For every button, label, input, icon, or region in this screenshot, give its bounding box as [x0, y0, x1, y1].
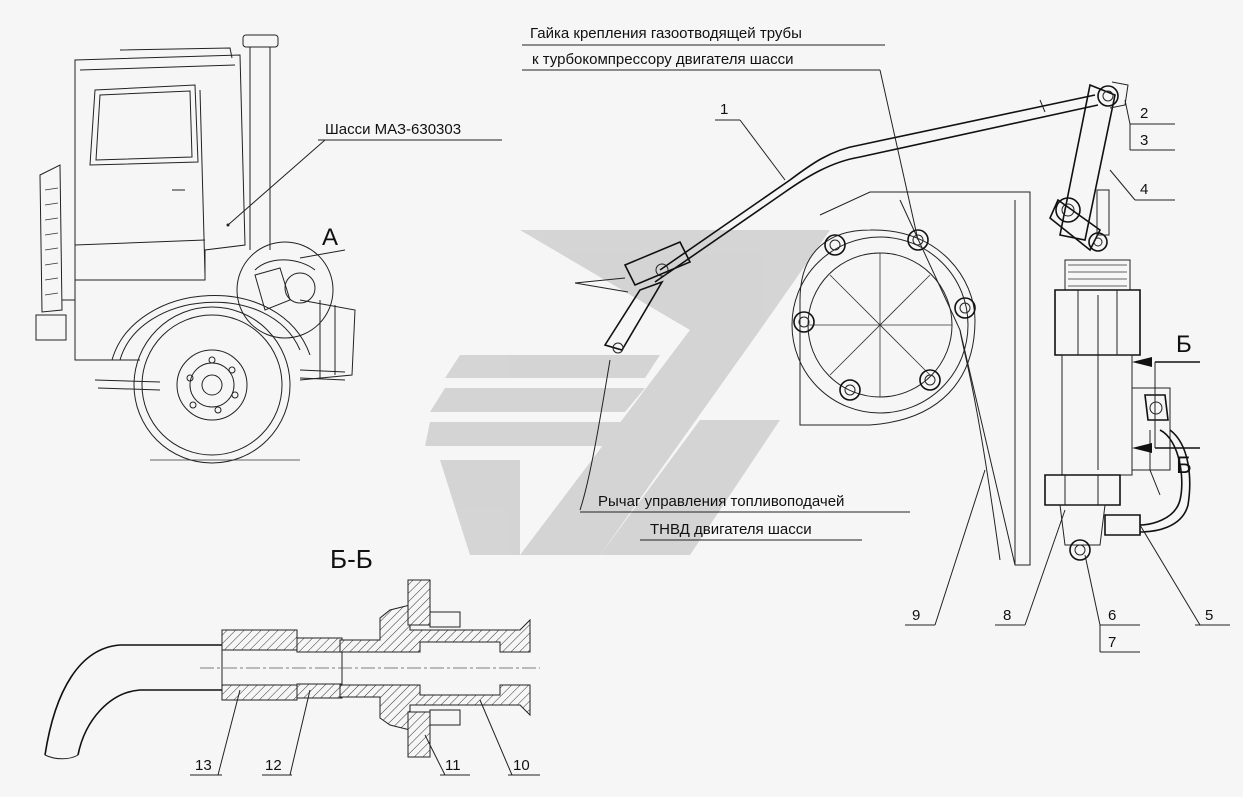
callout-9: 9: [912, 607, 920, 624]
section-mark-top: Б: [1176, 331, 1192, 358]
lever-label-line1: Рычаг управления топливоподачей: [598, 493, 844, 510]
chassis-label: Шасси МАЗ-630303: [325, 121, 461, 138]
callouts-main: 1 2 3 4 5 6 7 8 9: [715, 99, 1230, 653]
view-a-callout: А: [299, 224, 346, 259]
callouts-section: 13 12 11 10: [190, 689, 540, 776]
callout-8: 8: [1003, 607, 1011, 624]
main-assembly-drawing: [574, 81, 1200, 566]
nut-label-line2: к турбокомпрессору двигателя шасси: [532, 51, 794, 68]
nut-label-line1: Гайка крепления газоотводящей трубы: [530, 25, 802, 42]
section-mark-bottom: Б: [1176, 452, 1192, 479]
lever-callout: Рычаг управления топливоподачей ТНВД дви…: [580, 493, 910, 541]
callout-5: 5: [1205, 607, 1213, 624]
callout-4: 4: [1140, 181, 1148, 198]
callout-12: 12: [265, 757, 282, 774]
watermark-logo: [425, 230, 830, 555]
view-a-label: А: [322, 224, 338, 251]
callout-7: 7: [1108, 634, 1116, 651]
callout-11: 11: [445, 757, 461, 774]
lever-label-line2: ТНВД двигателя шасси: [650, 521, 812, 538]
callout-1: 1: [720, 101, 728, 118]
truck-cab-drawing: [35, 34, 356, 464]
callout-6: 6: [1108, 607, 1116, 624]
section-bb-drawing: [44, 579, 540, 760]
chassis-callout: Шасси МАЗ-630303: [227, 121, 502, 226]
callout-13: 13: [195, 757, 212, 774]
flange-bolts: [793, 229, 976, 401]
section-title: Б-Б: [330, 544, 373, 574]
nut-callout: Гайка крепления газоотводящей трубы к ту…: [522, 25, 919, 241]
callout-3: 3: [1140, 132, 1148, 149]
callout-2: 2: [1140, 105, 1148, 122]
callout-10: 10: [513, 757, 530, 774]
